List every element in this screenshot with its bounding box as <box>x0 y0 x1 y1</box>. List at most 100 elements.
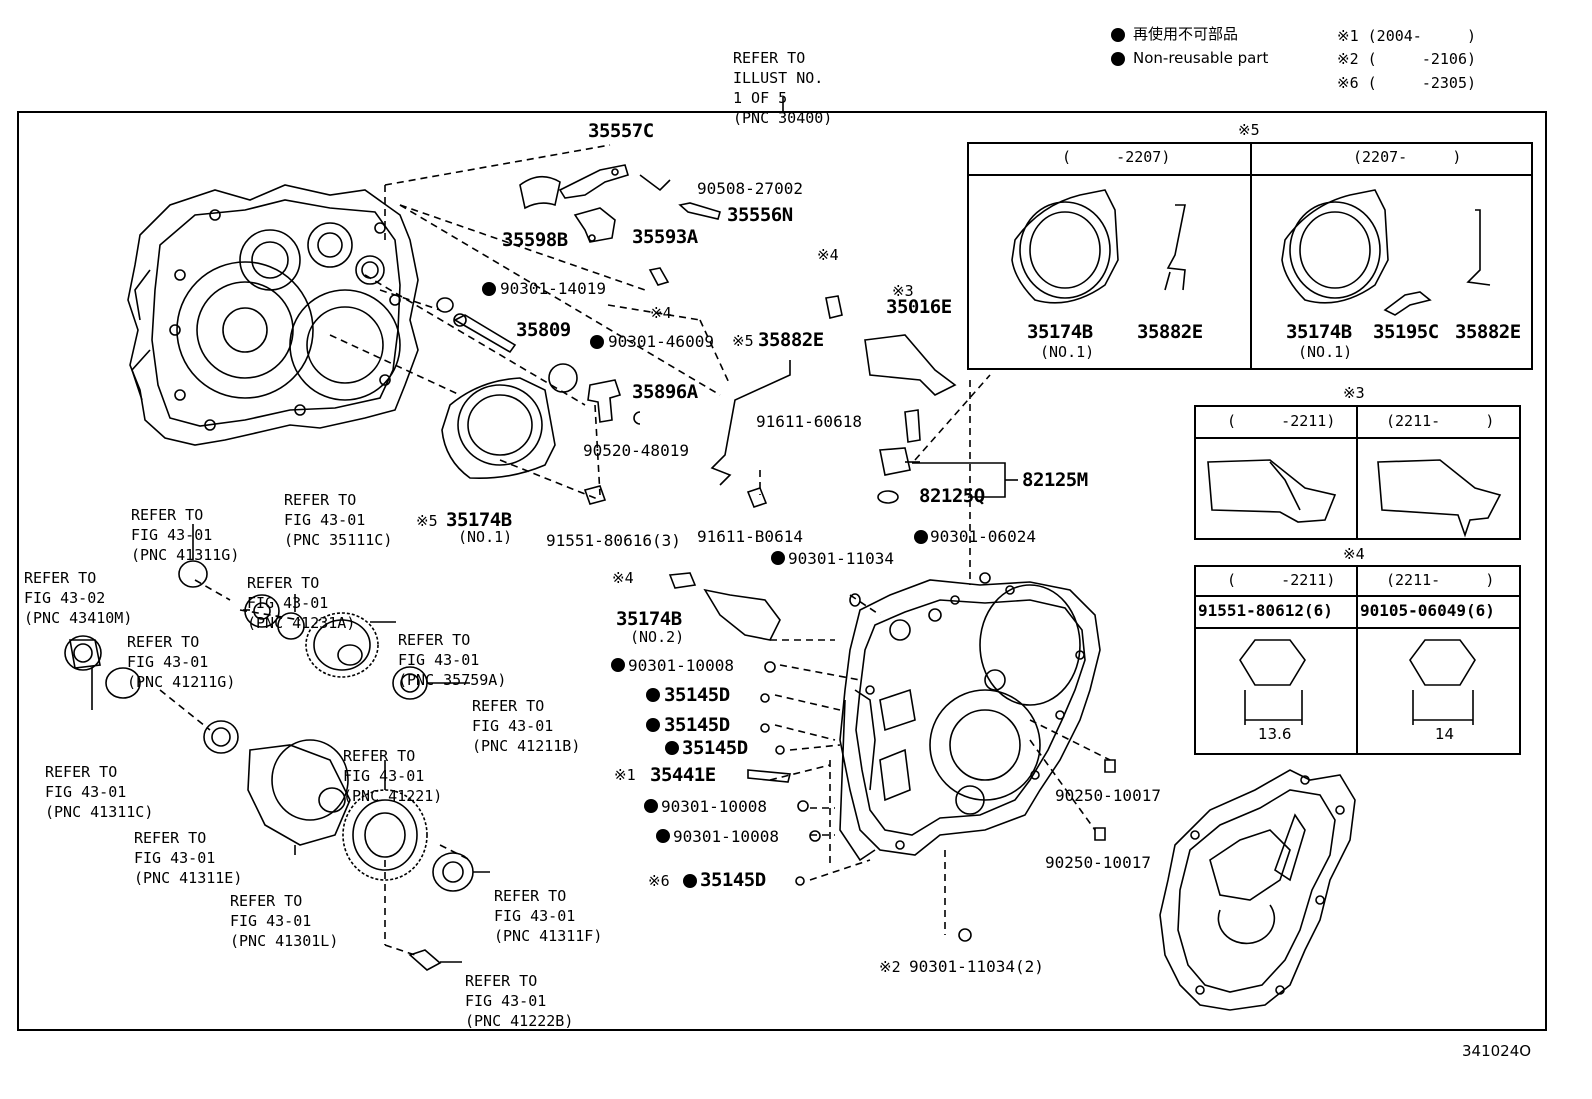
label-35016E: 35016E <box>886 296 952 318</box>
transmission-case-right <box>839 579 1101 862</box>
cover-35174B-no1 <box>441 377 556 480</box>
label-91611-60618: 91611-60618 <box>756 412 862 431</box>
inset4-bolt-1 <box>1239 639 1306 725</box>
inset4-mark: ※4 <box>1343 545 1365 563</box>
label-35593A: 35593A <box>632 226 698 248</box>
label-82125M: 82125M <box>1022 469 1088 491</box>
sensor-82125M <box>877 447 920 504</box>
label-90508: 90508-27002 <box>697 179 803 198</box>
label-mark3: ※3 <box>892 282 914 300</box>
label-90250b: 90250-10017 <box>1045 853 1151 872</box>
inset3-header-rule <box>1194 437 1521 439</box>
ring-41231A <box>277 612 305 640</box>
label-35556N: 35556N <box>727 204 793 226</box>
inset5-col2-part2: 35195C <box>1373 321 1439 343</box>
cover-35174B-no2 <box>703 588 781 641</box>
inset5-col1-range: ( -2207) <box>1062 148 1171 166</box>
inset5-mark: ※5 <box>1238 121 1260 139</box>
label-91551-80616: 91551-80616(3) <box>546 531 681 550</box>
bolt-41222B <box>408 949 442 971</box>
small-orings <box>760 661 821 886</box>
inset4-col1-range: ( -2211) <box>1227 571 1336 589</box>
snap-ring-41311G <box>178 560 208 588</box>
shaft-35809 <box>453 313 517 354</box>
oring-90301-11034 <box>849 593 861 607</box>
oring-90301-46009 <box>548 363 578 393</box>
bracket-35016E <box>864 334 957 396</box>
oring-90301-11034-2 <box>958 928 972 942</box>
inset4-part-rule <box>1194 627 1521 629</box>
plug-35896A <box>587 379 622 423</box>
note-6: ※6 ( -2305) <box>1337 74 1476 92</box>
cover-35598B <box>519 175 561 210</box>
label-35557C: 35557C <box>588 120 654 142</box>
label-mark4c: ※4 <box>612 569 634 587</box>
inset5-bracket <box>1383 291 1432 316</box>
label-35145Dd: 35145D <box>700 869 766 891</box>
inset5-cover-1 <box>1011 189 1119 304</box>
bolt-4a <box>648 267 670 286</box>
label-35174B2-sub: (NO.2) <box>630 628 685 646</box>
bolt-35441E <box>747 769 792 783</box>
bolt-4c <box>668 572 697 589</box>
note-1: ※1 (2004- ) <box>1337 27 1476 45</box>
label-90301-10008b: 90301-10008 <box>661 797 767 816</box>
inset5-divider <box>1250 142 1252 370</box>
inset5-col1-part1: 35174B <box>1027 321 1093 343</box>
inset5-header-rule <box>967 174 1533 176</box>
inset5-pipe-2 <box>1466 209 1491 286</box>
label-35174B2: 35174B <box>616 608 682 630</box>
legend-en: Non-reusable part <box>1133 49 1269 67</box>
inset4-col2-dim: 14 <box>1435 725 1455 743</box>
label-35441E: 35441E <box>650 764 716 786</box>
transmission-case-left <box>127 184 419 446</box>
inset5-col2-part3: 35882E <box>1455 321 1521 343</box>
bearing-41211G <box>244 594 280 628</box>
label-90250a: 90250-10017 <box>1055 786 1161 805</box>
oring-90301-06024 <box>979 572 991 584</box>
label-90301-46009: 90301-46009 <box>608 332 714 351</box>
inset3-col1-range: ( -2211) <box>1227 412 1336 430</box>
inset4-bolt-2 <box>1409 639 1476 725</box>
inset4-col2-range: (2211- ) <box>1386 571 1495 589</box>
inset5-pipe-1 <box>1164 204 1186 291</box>
bolt-91611-60618 <box>904 409 921 443</box>
label-82125Q: 82125Q <box>919 485 985 507</box>
ring-gear-41221 <box>342 789 428 881</box>
bracket-35557C <box>558 164 671 199</box>
label-35174B-sub: (NO.1) <box>458 528 513 546</box>
illustration-number: 341024O <box>1462 1042 1532 1060</box>
inset3-mark: ※3 <box>1343 384 1365 402</box>
legend-jp: 再使用不可部品 <box>1133 25 1239 43</box>
label-90301-10008c: 90301-10008 <box>673 827 779 846</box>
note-2: ※2 ( -2106) <box>1337 50 1476 68</box>
inset4-col1-part: 91551-80612(6) <box>1198 601 1333 620</box>
label-mark4a: ※4 <box>650 304 672 322</box>
label-91611-B0614: 91611-B0614 <box>697 527 803 546</box>
inset5-cover-2 <box>1281 189 1389 304</box>
label-90301-14019: 90301-14019 <box>500 279 606 298</box>
label-35145Db: 35145D <box>664 714 730 736</box>
label-90301-10008a: 90301-10008 <box>628 656 734 675</box>
label-90520: 90520-48019 <box>583 441 689 460</box>
leader-82125M <box>912 462 1018 498</box>
diagram-frame <box>17 111 1547 1031</box>
label-35174B: 35174B <box>446 509 512 531</box>
inset4-col2-part: 90105-06049(6) <box>1360 601 1495 620</box>
inset5-col2-sub: (NO.1) <box>1298 343 1353 361</box>
inset3-bracket-1 <box>1207 459 1337 523</box>
bolt-35556N <box>678 202 721 220</box>
